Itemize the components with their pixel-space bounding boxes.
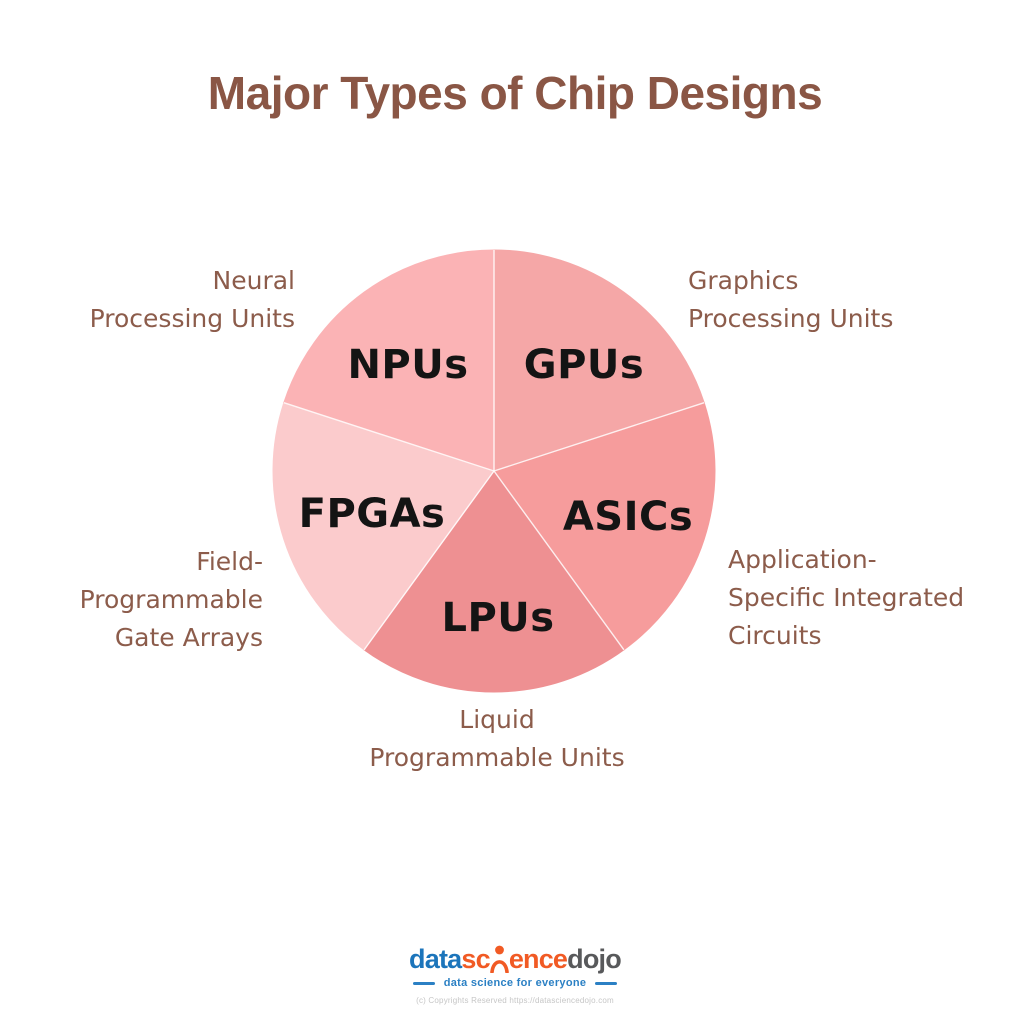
outer-label-lpu-line1: Liquid: [459, 705, 535, 734]
outer-label-fpga: Field- Programmable Gate Arrays: [80, 543, 263, 657]
outer-label-gpu-line1: Graphics: [688, 266, 799, 295]
pie-slice-asics: [493, 402, 716, 651]
copyright-text: (c) Copyrights Reserved https://datascie…: [416, 996, 614, 1005]
slice-label-lpus: LPUs: [441, 595, 555, 641]
pie-separator: [363, 470, 495, 651]
slice-label-npus: NPUs: [347, 342, 469, 388]
pie-slice-fpgas: [272, 402, 495, 651]
logo-text-data: data: [409, 944, 462, 974]
slice-label-fpgas: FPGAs: [298, 491, 446, 537]
pie-separator: [493, 470, 625, 651]
outer-label-asic-line3: Circuits: [728, 621, 822, 650]
pie-chart: GPUs ASICs LPUs FPGAs NPUs: [272, 249, 716, 693]
outer-label-fpga-line1: Field-: [196, 547, 263, 576]
outer-label-asic-line2: Specific Integrated: [728, 583, 965, 612]
page-title: Major Types of Chip Designs: [207, 67, 823, 119]
logo-text-ence: ence: [508, 944, 568, 974]
tagline-row: data science for everyone: [0, 977, 1030, 989]
slice-label-gpus: GPUs: [523, 342, 645, 388]
pie-svg: [272, 249, 716, 693]
logo-text-dojo: dojo: [567, 944, 622, 974]
outer-label-npu-line1: Neural: [212, 266, 295, 295]
outer-label-lpu-line2: Programmable Units: [369, 743, 625, 772]
tagline-dash-right-icon: [595, 981, 618, 985]
logo-text-sc: sc: [461, 944, 490, 974]
outer-label-npu: Neural Processing Units: [90, 262, 295, 338]
outer-label-asic: Application- Specific Integrated Circuit…: [728, 541, 964, 655]
pie-slice-npus: [283, 249, 495, 472]
outer-label-npu-line2: Processing Units: [89, 304, 295, 333]
outer-label-gpu-line2: Processing Units: [688, 304, 894, 333]
pie-separator: [283, 402, 495, 472]
outer-label-asic-line1: Application-: [728, 545, 877, 574]
outer-label-fpga-line2: Programmable: [79, 585, 263, 614]
outer-label-lpu: Liquid Programmable Units: [337, 701, 657, 777]
slice-label-asics: ASICs: [562, 494, 694, 540]
tagline-text: data science for everyone: [443, 977, 587, 989]
outer-label-gpu: Graphics Processing Units: [688, 262, 893, 338]
tagline-dash-left-icon: [412, 981, 435, 985]
person-icon-svg: [490, 945, 509, 973]
outer-label-fpga-line3: Gate Arrays: [114, 623, 263, 652]
pie-slice-gpus: [493, 249, 705, 472]
pie-slice-lpus: [363, 470, 625, 693]
person-icon: [490, 944, 509, 974]
pie-separator: [493, 402, 705, 472]
